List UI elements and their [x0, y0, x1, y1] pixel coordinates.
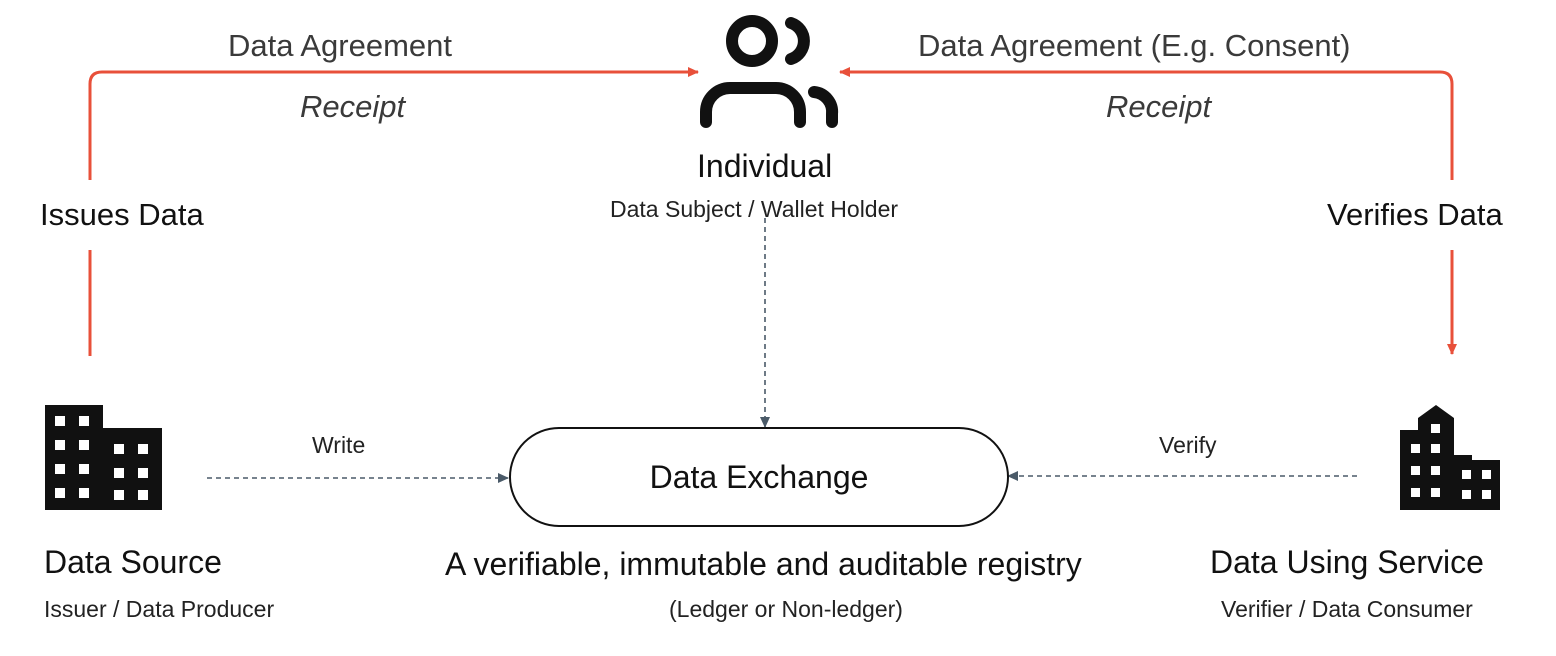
data-using-service-name: Data Using Service: [1210, 544, 1484, 580]
issue-flow-arrow: [88, 67, 699, 180]
data-exchange-tagline: A verifiable, immutable and auditable re…: [445, 546, 1082, 582]
data-source-role: Issuer / Data Producer: [44, 596, 275, 622]
individual-role: Data Subject / Wallet Holder: [610, 196, 899, 222]
individual-name: Individual: [697, 148, 833, 184]
data-source-name: Data Source: [44, 544, 222, 580]
verify-edge-label: Verify: [1159, 432, 1217, 458]
issues-data-label: Issues Data: [36, 199, 208, 230]
office-building-icon: [45, 405, 162, 510]
data-exchange-node[interactable]: [509, 427, 1009, 527]
data-exchange-label: Data Exchange: [649, 459, 869, 495]
data-exchange-note: (Ledger or Non-ledger): [669, 596, 903, 622]
verifies-data-label: Verifies Data: [1323, 199, 1507, 230]
write-edge-label: Write: [312, 432, 366, 458]
consent-flow-arrow-to-individual: [839, 67, 1454, 180]
right-receipt-label: Receipt: [1106, 89, 1212, 124]
city-building-icon: [1400, 405, 1500, 510]
left-agreement-label: Data Agreement: [228, 28, 453, 63]
data-using-service-role: Verifier / Data Consumer: [1221, 596, 1473, 622]
people-icon: [700, 15, 839, 128]
left-receipt-label: Receipt: [300, 89, 406, 124]
right-agreement-label: Data Agreement (E.g. Consent): [918, 28, 1351, 63]
